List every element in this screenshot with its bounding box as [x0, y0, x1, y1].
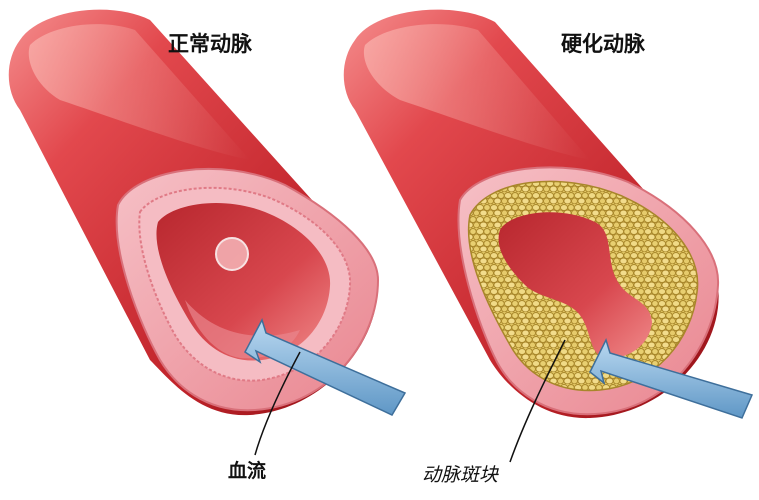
- normal-artery-highlight: [28, 24, 250, 160]
- normal-artery-title: 正常动脉: [168, 32, 252, 56]
- hardened-artery-lumen: [498, 212, 652, 359]
- arrow-up-left-icon: [244, 318, 407, 416]
- blood-flow-label: 血流: [228, 460, 267, 482]
- hardened-artery-highlight: [363, 24, 590, 160]
- hardened-artery-title: 硬化动脉: [561, 32, 645, 56]
- blood-flow-pointer: [254, 351, 301, 456]
- hardened-artery: [343, 9, 754, 463]
- arrow-up-left-icon: [589, 337, 754, 419]
- blood-cell: [215, 237, 249, 271]
- plaque-label: 动脉斑块: [422, 464, 499, 486]
- normal-artery: [8, 9, 407, 456]
- plaque-pointer: [509, 339, 566, 463]
